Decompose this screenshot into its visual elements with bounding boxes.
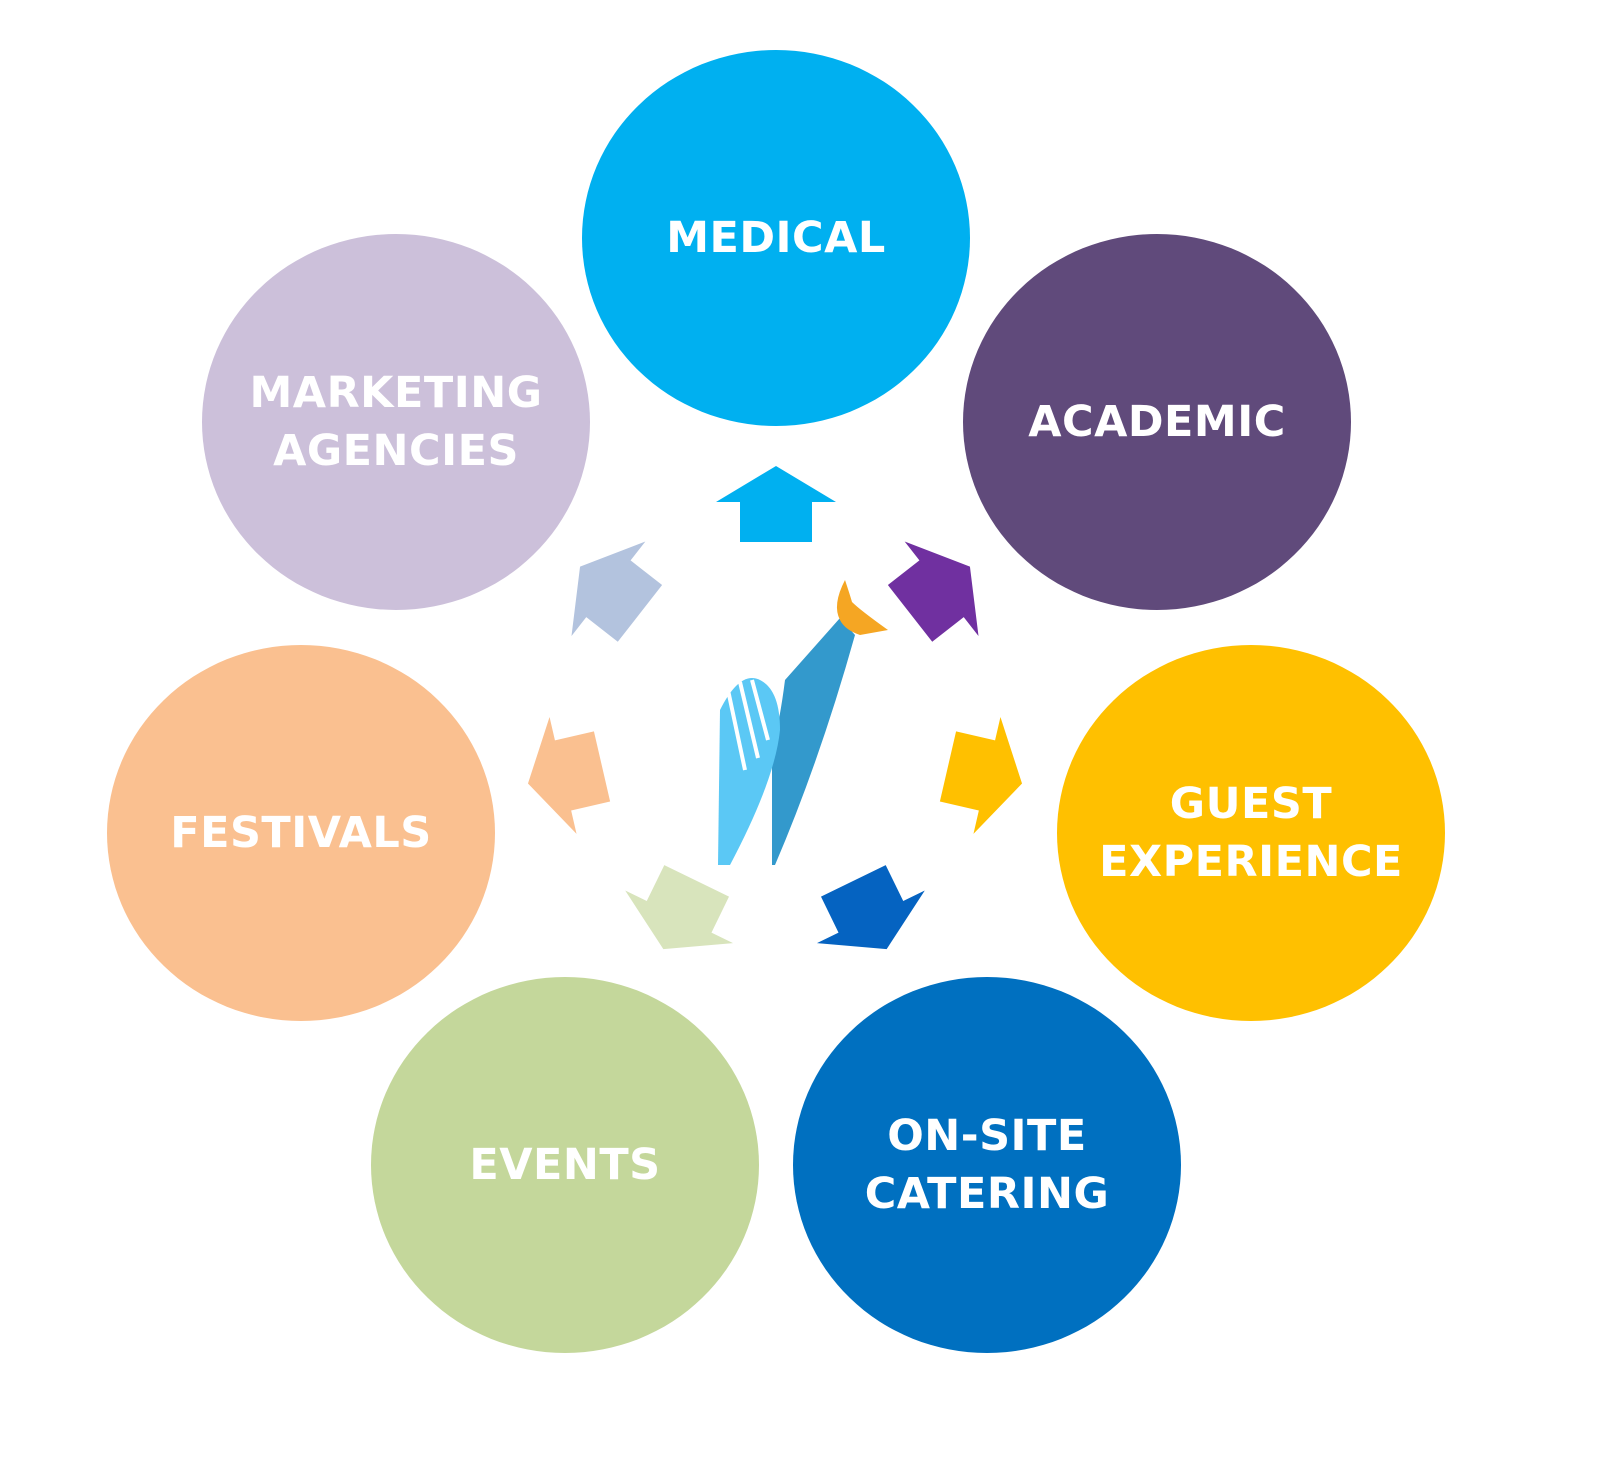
circle-label-academic: ACADEMIC [1028,397,1286,447]
circle-label-marketing-agencies: MARKETING AGENCIES [249,368,543,476]
arrow-marketing-agencies-icon [542,518,679,662]
circle-label-events: EVENTS [469,1140,661,1190]
arrow-medical-icon [716,464,836,544]
arrow-events-icon [609,853,752,978]
arrow-festivals-icon [513,708,618,843]
circle-guest-experience: GUEST EXPERIENCE [1057,645,1445,1021]
arrow-on-site-catering-icon [799,853,942,978]
circle-label-festivals: FESTIVALS [170,808,432,858]
circle-on-site-catering: ON-SITE CATERING [793,977,1181,1353]
circle-events: EVENTS [371,977,759,1353]
circle-label-on-site-catering: ON-SITE CATERING [864,1111,1110,1219]
circle-label-guest-experience: GUEST EXPERIENCE [1099,779,1403,887]
circle-marketing-agencies: MARKETING AGENCIES [202,234,590,610]
circle-medical: MEDICAL [582,50,970,426]
arrow-academic-icon [872,518,1009,662]
circle-label-medical: MEDICAL [666,213,886,263]
circle-festivals: FESTIVALS [107,645,495,1021]
arrow-guest-experience-icon [933,708,1038,843]
center-logo-icon [700,580,920,910]
circle-academic: ACADEMIC [963,234,1351,610]
